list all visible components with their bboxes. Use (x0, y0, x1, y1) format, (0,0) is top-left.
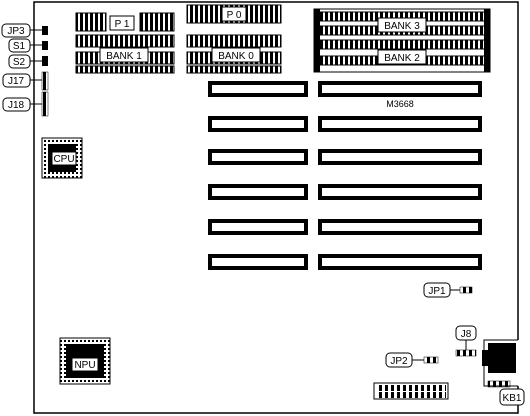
expansion-slot (318, 149, 482, 165)
keyboard-connector: KB1 (482, 343, 525, 406)
jumper-jp2: JP2 (385, 352, 439, 368)
svg-text:J18: J18 (8, 100, 25, 111)
svg-text:JP1: JP1 (428, 286, 446, 297)
expansion-slot (318, 254, 482, 270)
jumper-jp3: JP3 (1, 23, 48, 38)
expansion-slot (208, 254, 308, 270)
expansion-slot (318, 81, 482, 97)
expansion-slot (208, 219, 308, 235)
cpu-chip: CPU (41, 137, 83, 179)
expansion-slot (208, 149, 308, 165)
jumper-j18: J18 (2, 91, 49, 117)
bank3-label-box (377, 17, 427, 33)
svg-text:S2: S2 (13, 57, 26, 68)
memory-bank-1-area: P 1 BANK 1 (75, 12, 175, 74)
board-model-label: M3668 (386, 99, 414, 109)
jumper-j17: J17 (2, 71, 49, 91)
bank2-label-box (377, 49, 427, 65)
simm-sockets: BANK 3 BANK 2 (313, 8, 491, 73)
kb1-label: KB1 (503, 393, 522, 404)
p1-label-box (109, 15, 135, 31)
power-connector (373, 382, 449, 400)
memory-bank-0-area: P 0 BANK 0 (186, 4, 282, 74)
bank1-label: BANK 1 (106, 51, 142, 62)
expansion-slot (318, 184, 482, 200)
switch-s2: S2 (8, 54, 48, 69)
expansion-slot (318, 219, 482, 235)
bank3-label: BANK 3 (384, 21, 420, 32)
expansion-slot (208, 81, 308, 97)
bank2-label: BANK 2 (384, 53, 420, 64)
expansion-slots (208, 81, 482, 270)
svg-text:J8: J8 (461, 329, 472, 340)
expansion-slot (208, 184, 308, 200)
switch-s1: S1 (8, 38, 48, 53)
cpu-label: CPU (53, 154, 74, 165)
expansion-slot (318, 116, 482, 132)
svg-text:J17: J17 (8, 76, 25, 87)
bank1-label-box (99, 47, 149, 63)
kb1-label-box (499, 388, 525, 406)
svg-text:JP2: JP2 (390, 356, 408, 367)
svg-text:S1: S1 (13, 41, 26, 52)
bank0-label-box (211, 47, 261, 63)
expansion-slot (208, 116, 308, 132)
p1-label: P 1 (115, 19, 130, 30)
p0-label-box (221, 6, 247, 22)
svg-text:JP3: JP3 (7, 26, 25, 37)
jumper-jp1: JP1 (423, 282, 473, 298)
jumper-j8: J8 (455, 325, 477, 357)
npu-chip: NPU (59, 337, 111, 385)
bank0-label: BANK 0 (218, 51, 254, 62)
npu-label: NPU (74, 360, 95, 371)
p0-label: P 0 (227, 10, 242, 21)
